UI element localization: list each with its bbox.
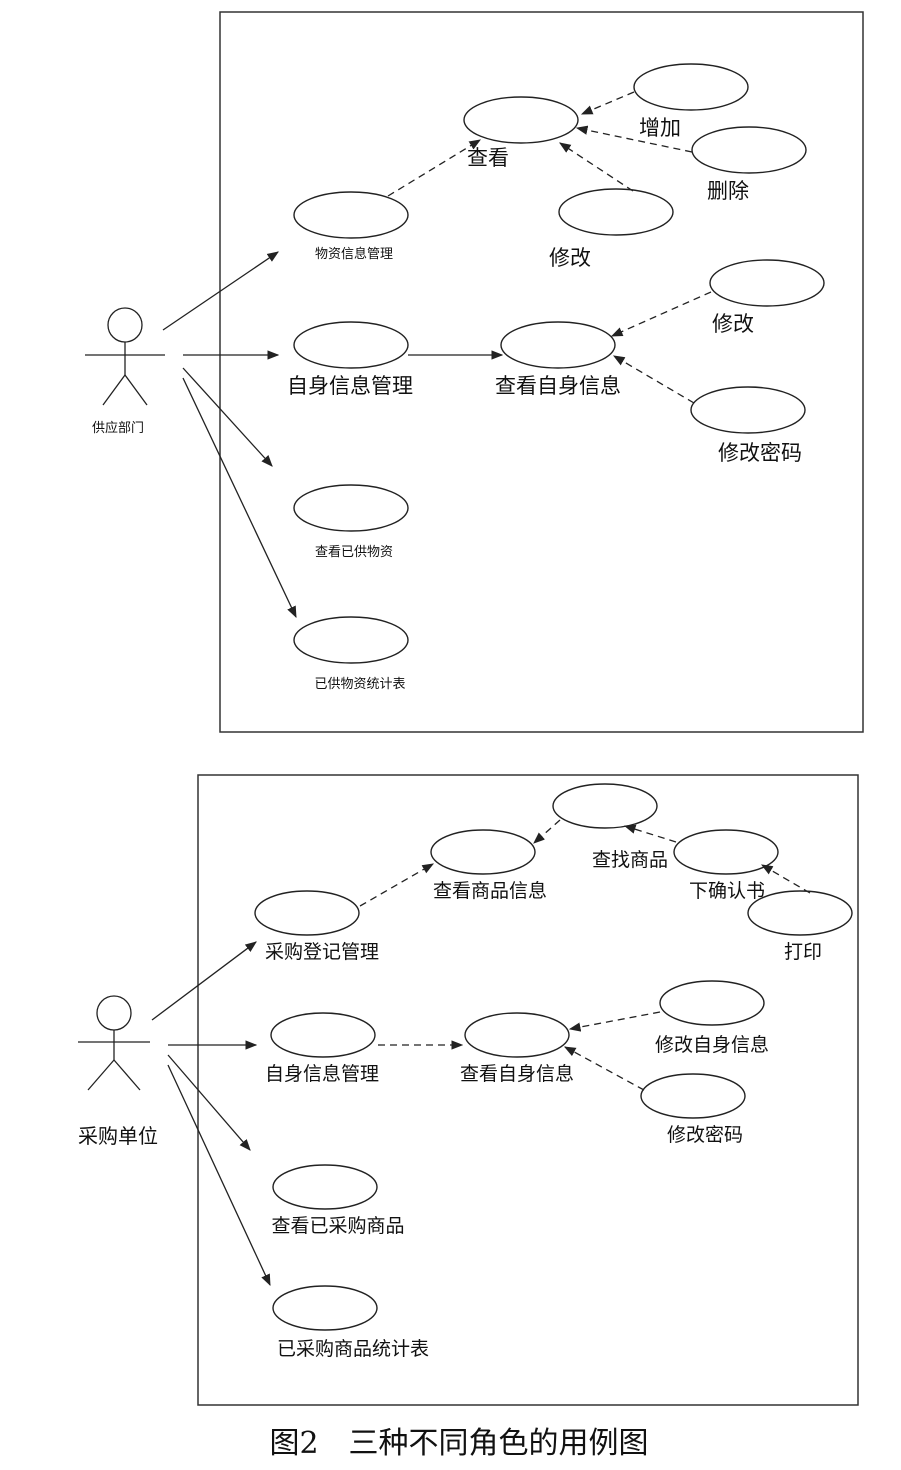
uc-view-self-info-2-label: 查看自身信息: [460, 1063, 574, 1085]
actor-label: 供应部门: [92, 420, 144, 436]
uc-view-self-info-1: [500, 321, 616, 369]
uc-purchased-stats: [272, 1285, 378, 1331]
uc-view-supplied-label: 查看已供物资: [315, 544, 393, 560]
actor-purchasing-unit: 采购单位: [78, 995, 158, 1148]
system-boundary-1: [219, 11, 864, 733]
uc-self-info-mgmt-1-label: 自身信息管理: [287, 374, 413, 398]
uc-view-self-info-1-label: 查看自身信息: [495, 374, 621, 398]
uc-self-info-mgmt-2: [270, 1012, 376, 1058]
rel-modify-to-viewself: [610, 291, 712, 337]
uc-material-mgmt: [293, 191, 409, 239]
rel-add-to-view: [580, 91, 635, 115]
assoc-view-purchased: [167, 1054, 251, 1151]
diagram-purchasing-unit: 采购单位 采购登记管理 查看商品信息 查找商品 下确认书 打印 自身信息管理 查…: [78, 774, 859, 1406]
uc-change-password-2: [640, 1073, 746, 1119]
uc-confirm-order-label: 下确认书: [689, 880, 765, 902]
uc-modify-label: 修改: [549, 246, 591, 270]
uc-purchase-reg-mgmt: [254, 890, 360, 936]
rel-purchase-to-viewgoods: [359, 863, 435, 907]
actor-label-2: 采购单位: [78, 1124, 158, 1148]
uc-modify-self-1-label: 修改: [712, 312, 754, 336]
uc-change-password-2-label: 修改密码: [667, 1124, 743, 1146]
uc-purchased-stats-label: 已采购商品统计表: [277, 1338, 429, 1360]
actor-supply-department: 供应部门: [85, 307, 165, 436]
uc-material-mgmt-label: 物资信息管理: [315, 246, 393, 262]
uc-add-label: 增加: [639, 116, 681, 140]
uc-modify-self-info-2-label: 修改自身信息: [655, 1034, 769, 1056]
assoc-purchase-reg: [151, 941, 257, 1021]
uc-find-goods: [552, 783, 658, 829]
uc-self-info-mgmt-2-label: 自身信息管理: [265, 1063, 379, 1085]
uc-change-password-1: [690, 386, 806, 434]
figure-caption: 图2 三种不同角色的用例图: [269, 1426, 648, 1461]
rel-modify-to-viewself-2: [568, 1011, 661, 1032]
uc-delete: [691, 126, 807, 174]
uc-find-goods-label: 查找商品: [592, 849, 668, 871]
uc-change-password-1-label: 修改密码: [718, 441, 802, 465]
uc-add: [633, 63, 749, 111]
uc-view-purchased-label: 查看已采购商品: [271, 1215, 404, 1237]
uc-modify-self-info-2: [659, 980, 765, 1026]
uc-modify: [558, 188, 674, 236]
uc-view-supplied: [293, 484, 409, 532]
rel-modify-to-view: [559, 142, 634, 192]
uc-view: [463, 96, 579, 144]
uc-supplied-stats: [293, 616, 409, 664]
assoc-supplied-stats: [182, 377, 297, 619]
assoc-view-supplied: [182, 367, 273, 467]
rel-print-to-confirm: [760, 864, 811, 894]
uc-print-label: 打印: [784, 941, 822, 963]
uc-purchase-reg-mgmt-label: 采购登记管理: [265, 941, 379, 963]
uc-self-info-mgmt-1: [293, 321, 409, 369]
rel-delete-to-view: [575, 125, 693, 153]
rel-password-to-viewself: [612, 355, 695, 404]
rel-find-to-viewgoods: [533, 819, 561, 844]
uc-view-goods-info: [430, 829, 536, 875]
uc-supplied-stats-label: 已供物资统计表: [314, 677, 405, 692]
rel-password-to-viewself-2: [563, 1046, 645, 1091]
uc-view-self-info-2: [464, 1012, 570, 1058]
diagram-supply-department: 供应部门 物资信息管理 查看 增加 删除 修改 自身信息管理 查看自身信息 修改…: [85, 11, 864, 733]
rel-material-to-view: [387, 139, 481, 197]
uc-print: [747, 890, 853, 936]
uc-delete-label: 删除: [707, 179, 749, 203]
uc-view-goods-info-label: 查看商品信息: [433, 880, 547, 902]
rel-confirm-to-find: [623, 824, 677, 843]
uc-confirm-order: [673, 829, 779, 875]
assoc-purchased-stats: [167, 1064, 271, 1287]
assoc-material-mgmt: [162, 251, 279, 331]
uc-view-label: 查看: [467, 146, 509, 170]
uc-modify-self-1: [709, 259, 825, 307]
uc-view-purchased: [272, 1164, 378, 1210]
